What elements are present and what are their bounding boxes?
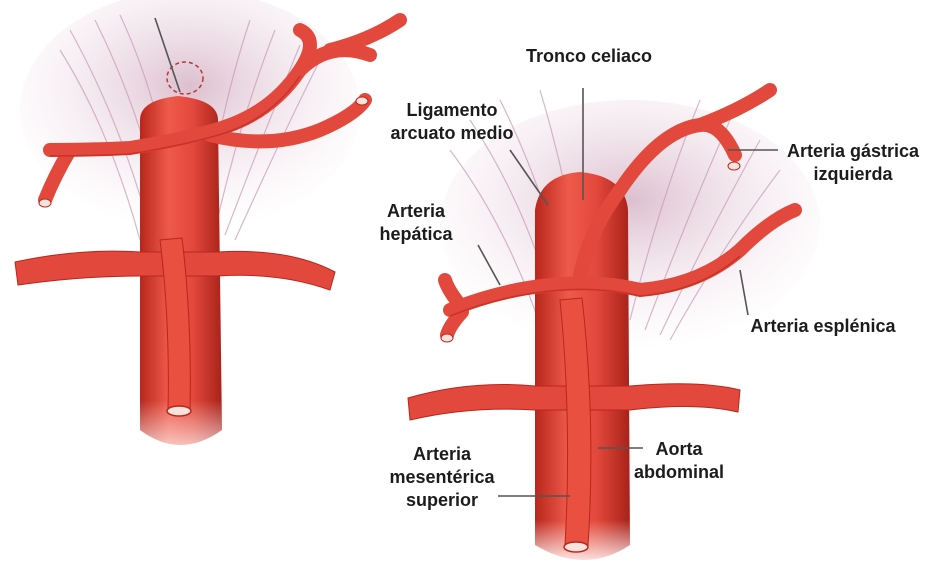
label-aorta-line1: Aorta (655, 439, 703, 459)
label-mesenterica-line1: Arteria (413, 444, 472, 464)
label-mesenterica-line3: superior (406, 490, 478, 510)
label-hepatica-line1: Arteria (387, 201, 446, 221)
left-illustration (15, 0, 400, 470)
label-tronco-celiaco: Tronco celiaco (526, 46, 652, 66)
label-aorta-line2: abdominal (634, 462, 724, 482)
label-gastrica-line1: Arteria gástrica (787, 141, 920, 161)
label-mesenterica-line2: mesentérica (389, 467, 495, 487)
label-ligamento-line1: Ligamento (406, 100, 497, 120)
label-gastrica-line2: izquierda (813, 164, 893, 184)
label-esplenica: Arteria esplénica (750, 316, 896, 336)
label-ligamento-line2: arcuato medio (390, 123, 513, 143)
label-hepatica-line2: hepática (379, 224, 453, 244)
